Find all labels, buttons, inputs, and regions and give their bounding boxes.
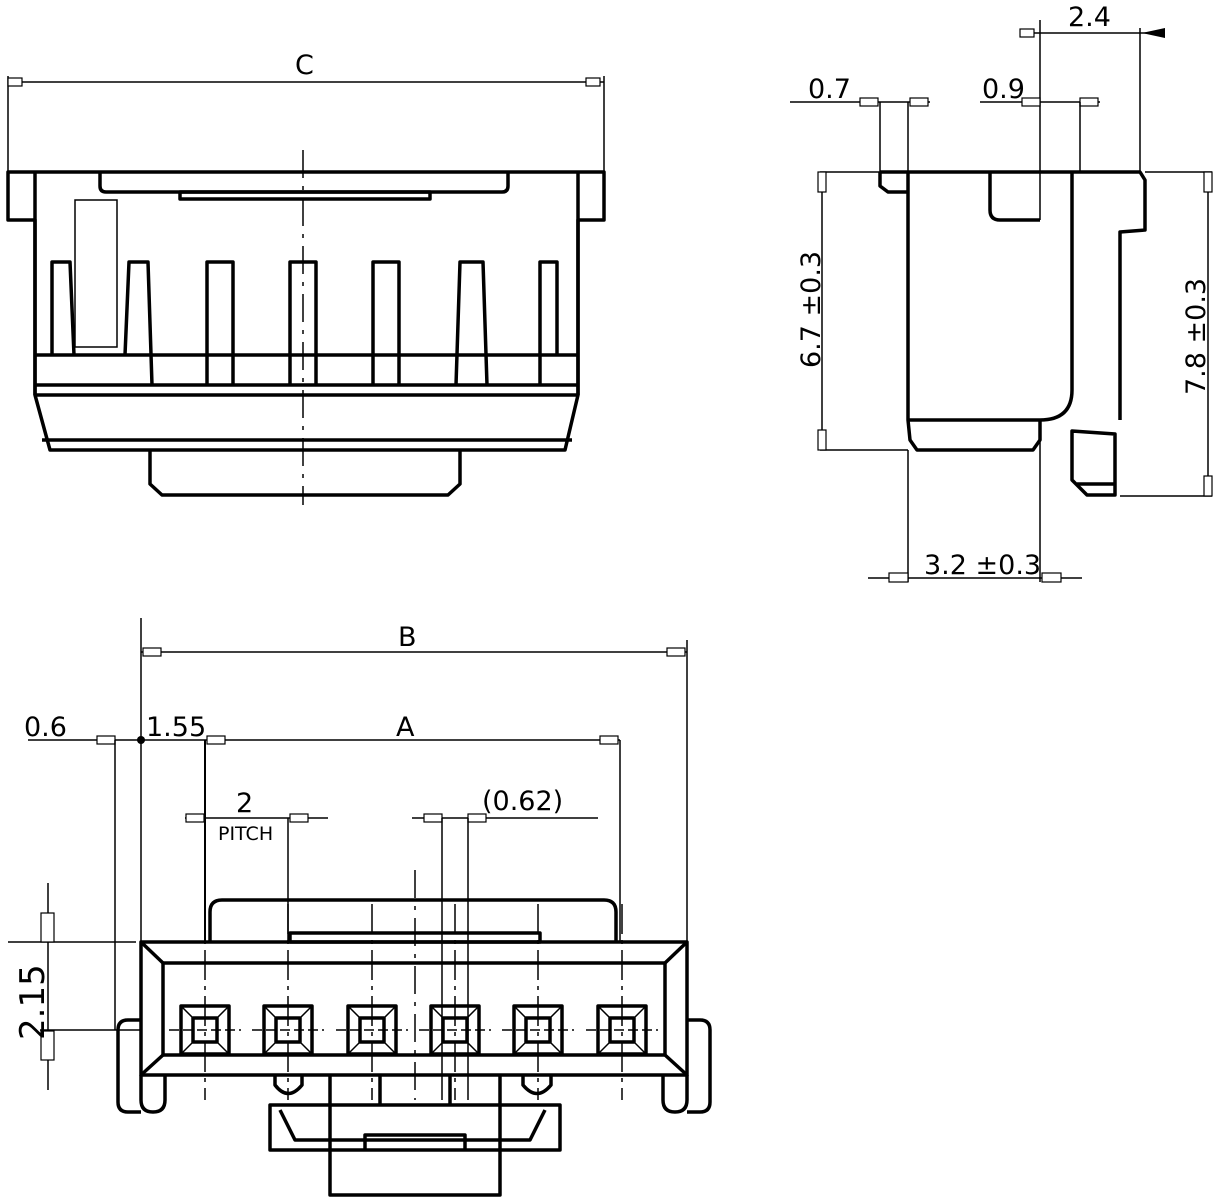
dim-0-6-label: 0.6 [24, 712, 67, 743]
pitch-label: PITCH [218, 823, 273, 845]
dim-0-62-label: (0.62) [482, 786, 563, 817]
contact-5 [502, 904, 574, 1100]
dim-2-15-label: 2.15 [13, 964, 53, 1040]
front-view: C [6, 50, 606, 505]
contact-2 [252, 904, 324, 1100]
dim-7-8-label: 7.8 ±0.3 [1181, 278, 1212, 395]
dim-b-label: B [398, 622, 417, 653]
contact-6 [586, 904, 658, 1100]
dim-pitch-value: 2 [236, 788, 253, 819]
bottom-view: B 0.6 1.55 A 2 PITCH (0.62) 2.15 [8, 618, 712, 1197]
dim-0-9-label: 0.9 [982, 74, 1025, 105]
dim-c-label: C [295, 50, 314, 81]
contact-4 [419, 904, 491, 1100]
side-view: 2.4 0.7 0.9 6.7 ±0.3 7.8 ±0.3 3.2 ±0.3 [790, 2, 1213, 583]
dim-0-7-label: 0.7 [808, 74, 851, 105]
contact-1 [169, 904, 241, 1100]
dim-a-label: A [396, 712, 415, 743]
contact-grid [169, 904, 658, 1100]
dim-3-2-label: 3.2 ±0.3 [924, 550, 1041, 581]
dim-1-55-label: 1.55 [146, 712, 206, 743]
dim-2-4-label: 2.4 [1068, 2, 1111, 33]
dim-6-7-label: 6.7 ±0.3 [796, 251, 827, 368]
contact-3 [336, 904, 408, 1100]
